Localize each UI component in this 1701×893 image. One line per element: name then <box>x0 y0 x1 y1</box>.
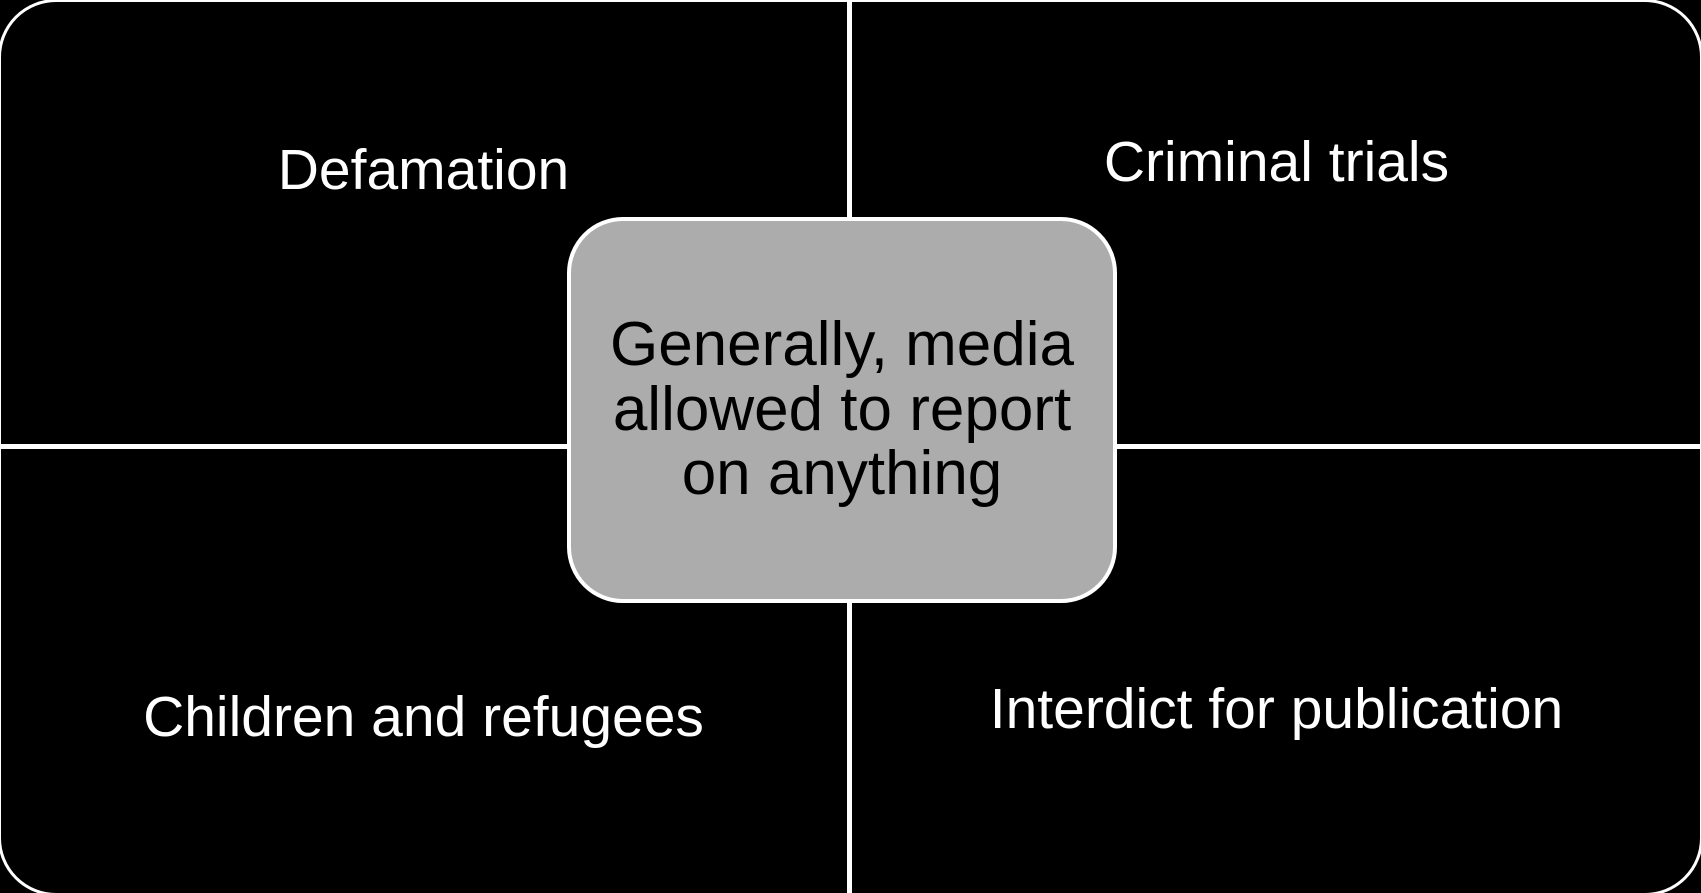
center-box: Generally, media allowed to report on an… <box>567 217 1117 603</box>
quadrant-label-interdict-publication: Interdict for publication <box>989 677 1564 741</box>
quadrant-label-children-refugees: Children and refugees <box>143 685 704 749</box>
quadrant-bottom-right: Interdict for publication <box>852 449 1701 893</box>
quadrant-label-criminal-trials: Criminal trials <box>1103 130 1450 194</box>
quadrant-top-left: Defamation <box>0 0 847 444</box>
center-box-text: Generally, media allowed to report on an… <box>609 310 1075 509</box>
quadrant-top-right: Criminal trials <box>852 0 1701 444</box>
quadrant-label-defamation: Defamation <box>277 138 570 202</box>
quadrant-bottom-left: Children and refugees <box>0 449 847 893</box>
